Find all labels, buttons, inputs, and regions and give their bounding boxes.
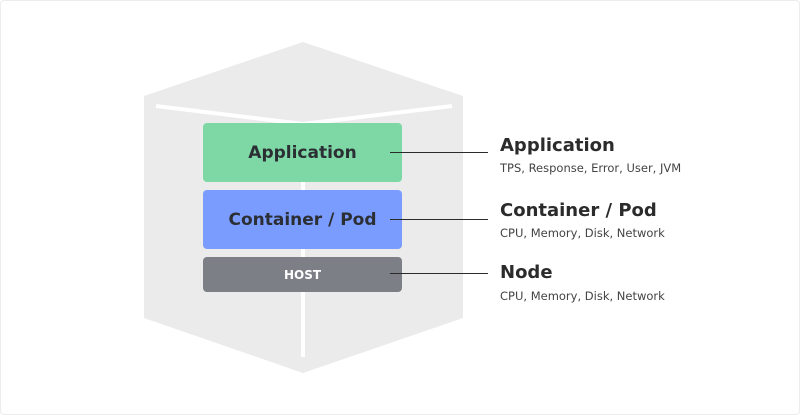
container-pod-label-metrics: CPU, Memory, Disk, Network xyxy=(500,226,665,240)
container-pod-connector-line xyxy=(390,219,488,220)
node-connector-line xyxy=(390,273,488,274)
node-label-title: Node xyxy=(500,262,553,283)
application-connector-line xyxy=(390,152,488,153)
host-layer-label: HOST xyxy=(283,267,322,282)
application-label-title: Application xyxy=(500,135,615,156)
host-layer-block: HOST xyxy=(203,257,402,292)
node-label-metrics: CPU, Memory, Disk, Network xyxy=(500,289,665,303)
application-layer-block: Application xyxy=(203,123,402,182)
application-layer-label: Application xyxy=(248,142,357,163)
container-pod-label-title: Container / Pod xyxy=(500,200,657,221)
application-label-metrics: TPS, Response, Error, User, JVM xyxy=(500,161,682,175)
container-pod-layer-label: Container / Pod xyxy=(228,209,377,230)
container-pod-layer-block: Container / Pod xyxy=(203,190,402,249)
